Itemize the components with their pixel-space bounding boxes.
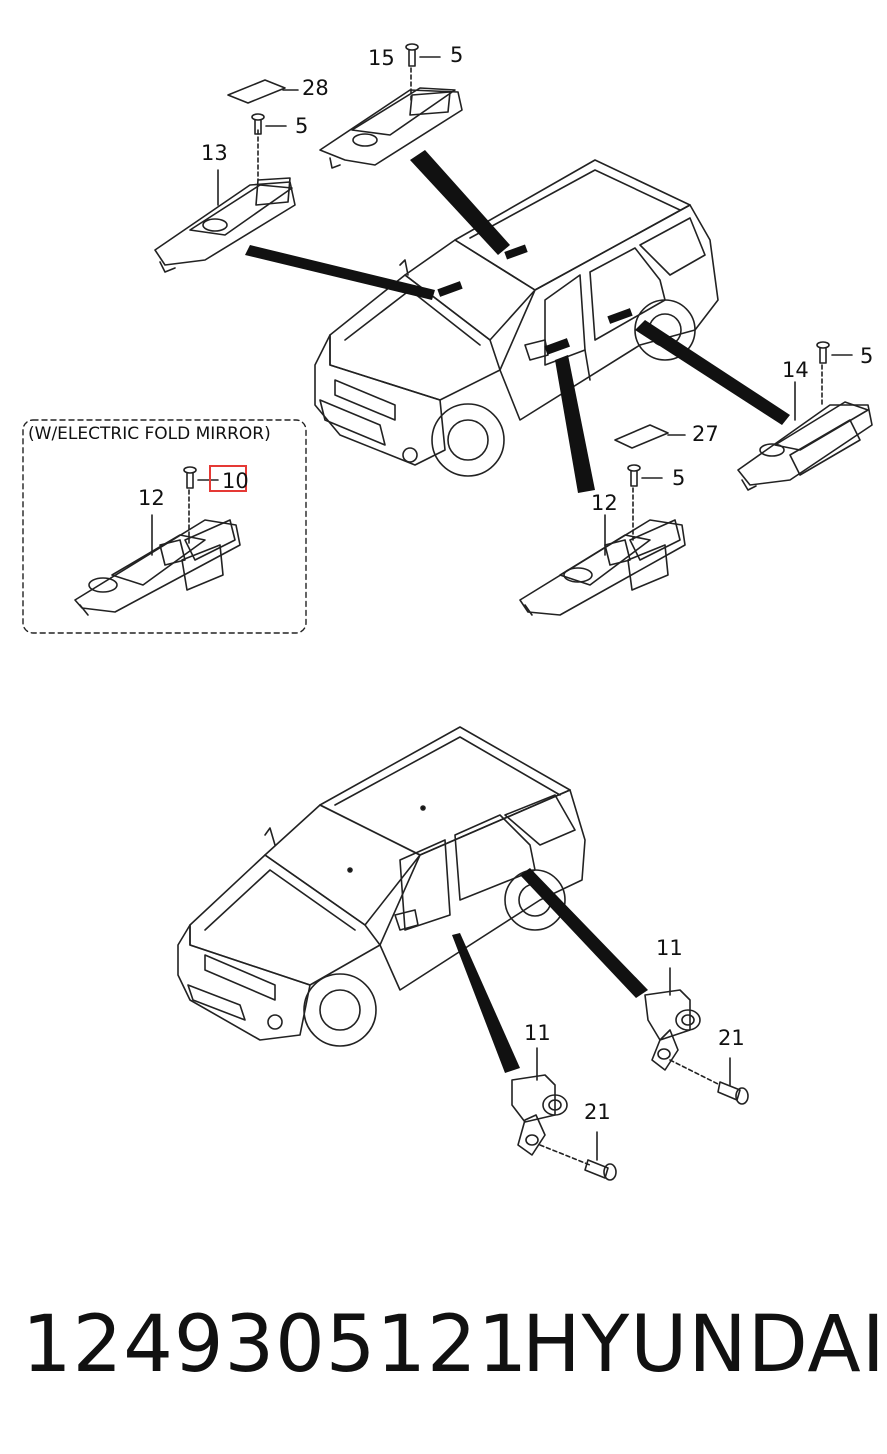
switch-panel-13 (154, 129, 296, 273)
pad-27 (614, 424, 686, 449)
switch-panel-15 (319, 67, 463, 169)
part-number: 1249305121 (22, 1300, 529, 1390)
callout-11: 11 (656, 936, 683, 960)
switch-panel-14 (737, 364, 873, 491)
bolt-21-right (717, 1057, 749, 1105)
pointer-arrows-lower (452, 868, 648, 1073)
screw-icon (251, 113, 287, 135)
callout-5: 5 (672, 466, 686, 490)
highlight-box[interactable] (209, 465, 247, 492)
sensor-11-right (644, 967, 721, 1086)
callout-5: 5 (295, 114, 309, 138)
bolt-21-left (584, 1131, 617, 1181)
callout-21: 21 (718, 1026, 745, 1050)
callout-21: 21 (584, 1100, 611, 1124)
callout-28: 28 (302, 76, 329, 100)
callout-13: 13 (201, 141, 228, 165)
switch-panel-12 (519, 487, 686, 616)
brand-name: HYUNDAI (522, 1300, 886, 1390)
switch-panel-12-inset (74, 489, 241, 616)
callout-5: 5 (860, 344, 874, 368)
callout-27: 27 (692, 422, 719, 446)
inset-title: (W/ELECTRIC FOLD MIRROR) (28, 424, 271, 444)
callout-14: 14 (782, 358, 809, 382)
screw-icon (627, 464, 663, 487)
callout-15: 15 (368, 46, 395, 70)
inset-frame (22, 419, 307, 634)
screw-icon (405, 43, 441, 67)
pad-28 (227, 79, 299, 104)
callout-5: 5 (450, 43, 464, 67)
pointer-arrows-upper (245, 150, 790, 493)
screw-icon (816, 341, 853, 364)
callout-12: 12 (138, 486, 165, 510)
callout-11: 11 (524, 1021, 551, 1045)
sensor-11-left (511, 1047, 591, 1166)
callout-12: 12 (591, 491, 618, 515)
callout-10[interactable]: 10 (222, 469, 249, 493)
screw-icon (183, 466, 219, 489)
suv-bottom-view (177, 726, 586, 1047)
